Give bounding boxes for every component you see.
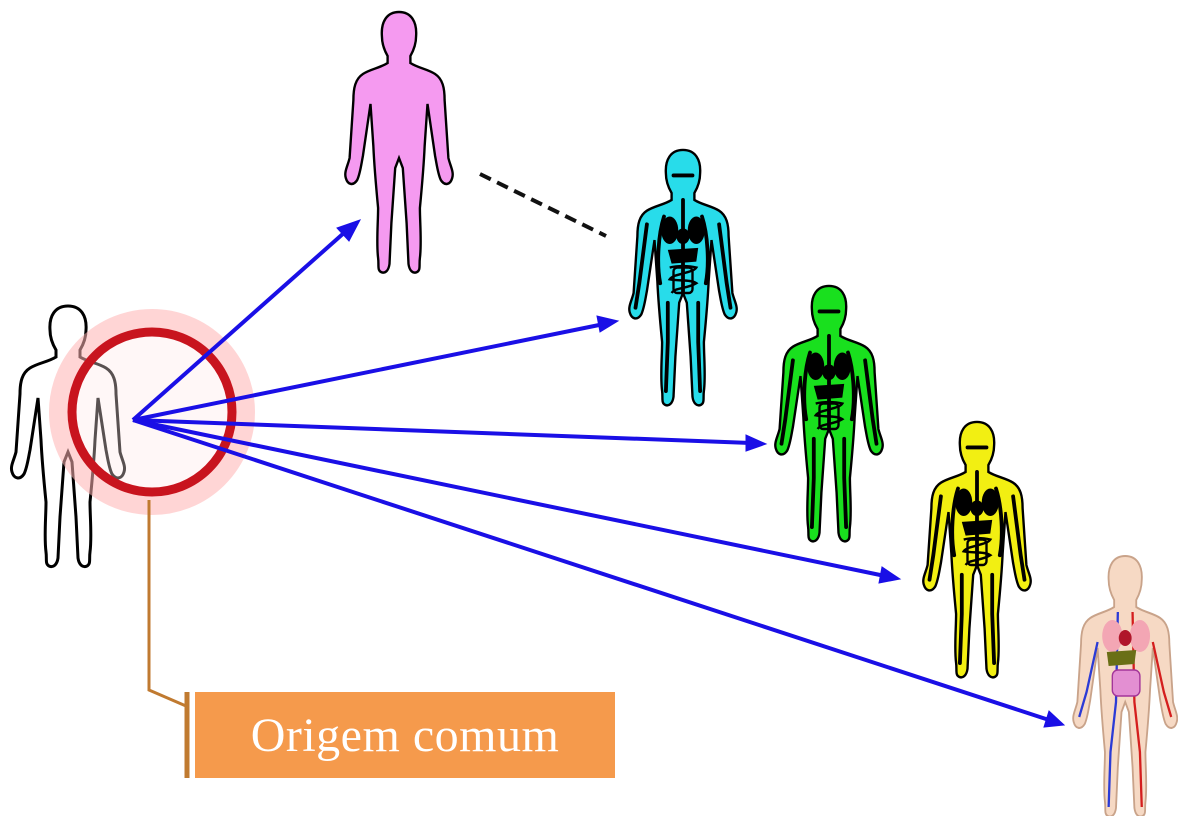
- yellow-anatomy-figure: [923, 422, 1030, 677]
- pink-human-figure: [345, 12, 452, 273]
- common-origin-label: Origem comum: [195, 692, 615, 778]
- cyan-anatomy-figure: [629, 150, 736, 405]
- green-anatomy-figure: [775, 286, 882, 541]
- realistic-anatomy-figure: [1073, 556, 1177, 816]
- label-leader-line: [149, 500, 186, 706]
- dashed-connector-line: [480, 174, 606, 236]
- divergence-arrows: [133, 220, 1064, 727]
